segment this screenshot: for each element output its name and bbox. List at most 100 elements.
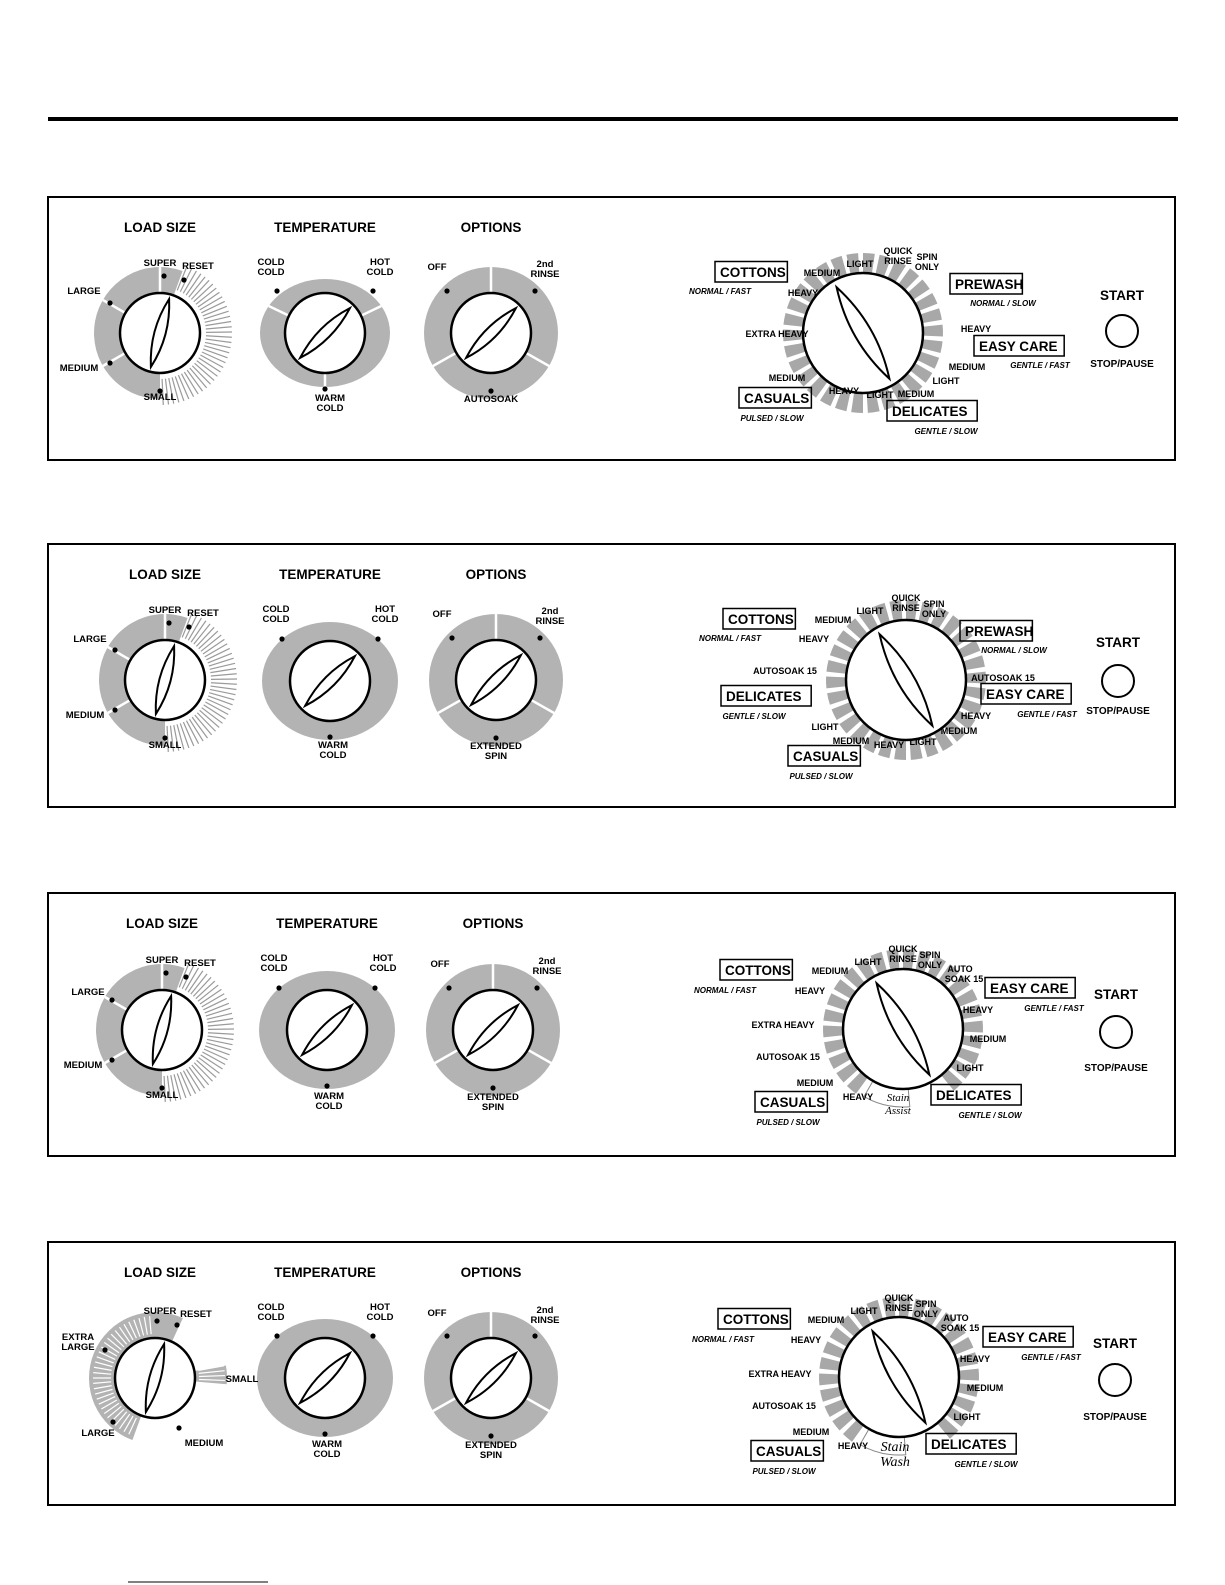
label-gentle-slow: GENTLE / SLOW <box>958 1111 1023 1120</box>
label-gentle-slow: GENTLE / SLOW <box>722 712 787 721</box>
temperature-knob-2-face[interactable] <box>288 639 372 723</box>
dial-divider <box>432 1395 460 1413</box>
load-size-knob-4-face[interactable] <box>113 1336 197 1420</box>
cycle-knob-4-face[interactable] <box>837 1315 961 1439</box>
label-spin-only-2: ONLY <box>922 609 946 619</box>
label-heavy: HEAVY <box>788 288 818 298</box>
start-button-1[interactable] <box>1105 314 1139 348</box>
options-knob-4-face[interactable] <box>449 1336 533 1420</box>
start-button-2[interactable] <box>1101 664 1135 698</box>
temperature-knob-4-face[interactable] <box>283 1336 367 1420</box>
cycle-knob-3[interactable] <box>841 967 965 1091</box>
load-size-hatch <box>197 291 220 308</box>
label-spin: SPIN <box>480 1450 502 1461</box>
dial-divider <box>522 1395 550 1413</box>
casuals-setting: CASUALS <box>756 1444 821 1459</box>
start-button-4[interactable] <box>1098 1363 1132 1397</box>
setting-dot <box>276 985 282 991</box>
load-size-hatch <box>148 1316 152 1335</box>
load-size-knob-4-pointer <box>144 1340 166 1416</box>
load-size-knob-2-face[interactable] <box>123 638 207 722</box>
delicates-setting: DELICATES <box>726 689 802 704</box>
cycle-segment <box>956 1047 980 1065</box>
cycle-knob-3-face[interactable] <box>841 967 965 1091</box>
cycle-segment <box>826 993 850 1011</box>
setting-dot <box>279 636 285 642</box>
load-size-knob-2[interactable] <box>123 638 207 722</box>
load-size-knob-4[interactable] <box>113 1336 197 1420</box>
load-size-hatch <box>114 1330 128 1345</box>
label-cold: COLD <box>372 614 399 625</box>
cycle-knob-2-face[interactable] <box>844 618 968 742</box>
options-knob-2-face[interactable] <box>454 638 538 722</box>
cycle-segment <box>839 713 862 734</box>
load-size-hatch <box>206 1042 232 1051</box>
temperature-knob-1-pointer <box>297 305 353 361</box>
load-size-hatch <box>133 1319 141 1337</box>
load-size-hatch <box>193 623 211 645</box>
temperature-knob-1[interactable] <box>283 291 367 375</box>
load-size-hatch <box>201 300 225 314</box>
label-cold: COLD <box>316 1101 343 1112</box>
temperature-knob-4[interactable] <box>283 1336 367 1420</box>
options-knob-2[interactable] <box>454 638 538 722</box>
label-heavy: HEAVY <box>874 740 904 750</box>
options-knob-3-face[interactable] <box>451 988 535 1072</box>
load-size-knob-1-face[interactable] <box>118 291 202 375</box>
cycle-segment <box>921 339 943 354</box>
stain-label: Stain <box>887 1092 910 1104</box>
cycle-knob-4[interactable] <box>837 1315 961 1439</box>
cycle-segment <box>825 676 847 689</box>
label-small: SMALL <box>226 1374 259 1385</box>
setting-dot <box>107 360 113 366</box>
load-size-hatch <box>207 1032 234 1035</box>
load-size-title: LOAD SIZE <box>126 916 198 931</box>
cycle-segment <box>828 1050 852 1069</box>
cottons-setting-frame <box>722 607 797 630</box>
options-knob-1[interactable] <box>449 291 533 375</box>
label-light: LIGHT <box>857 606 884 616</box>
load-size-knob-1[interactable] <box>118 291 202 375</box>
cycle-segment <box>965 671 986 684</box>
cycle-knob-2[interactable] <box>844 618 968 742</box>
cycle-segment <box>890 381 911 404</box>
options-title: OPTIONS <box>461 220 522 235</box>
label-normal-fast: NORMAL / FAST <box>692 1335 755 1344</box>
cycle-segment <box>783 329 804 342</box>
temperature-knob-1-face[interactable] <box>283 291 367 375</box>
cycle-segment <box>866 391 880 413</box>
temperature-knob-2[interactable] <box>288 639 372 723</box>
options-knob-4[interactable] <box>449 1336 533 1420</box>
cycle-knob-1[interactable] <box>801 271 925 395</box>
label-quick: QUICK <box>892 593 922 603</box>
cycle-segment <box>836 630 860 650</box>
label-large: LARGE <box>73 634 106 645</box>
cycle-knob-1-face[interactable] <box>801 271 925 395</box>
temperature-knob-3-face[interactable] <box>285 988 369 1072</box>
setting-dot <box>375 636 381 642</box>
label-rinse: RINSE <box>884 256 912 266</box>
temperature-knob-4-pointer <box>297 1350 353 1406</box>
cycle-segment <box>889 600 903 622</box>
options-knob-1-pointer <box>463 305 519 361</box>
options-knob-3[interactable] <box>451 988 535 1072</box>
options-knob-3-pointer <box>465 1002 521 1058</box>
cycle-segment <box>909 738 923 760</box>
start-button-3[interactable] <box>1099 1015 1133 1049</box>
load-size-knob-3-face[interactable] <box>120 988 204 1072</box>
temperature-knob-3[interactable] <box>285 988 369 1072</box>
load-size-knob-3[interactable] <box>120 988 204 1072</box>
load-size-hatch <box>164 378 170 405</box>
load-size-title: LOAD SIZE <box>124 220 196 235</box>
load-size-hatch <box>96 1356 114 1364</box>
label-heavy: HEAVY <box>829 386 859 396</box>
cycle-segment <box>950 1337 974 1356</box>
cycle-segment <box>832 1410 855 1431</box>
cycle-segment <box>949 1059 973 1079</box>
load-size-hatch <box>210 685 237 691</box>
options-knob-1-face[interactable] <box>449 291 533 375</box>
label-cold: COLD <box>258 1312 285 1323</box>
setting-dot <box>488 388 494 394</box>
label-medium: MEDIUM <box>769 373 806 383</box>
label-autosoak15: AUTOSOAK 15 <box>756 1052 820 1062</box>
